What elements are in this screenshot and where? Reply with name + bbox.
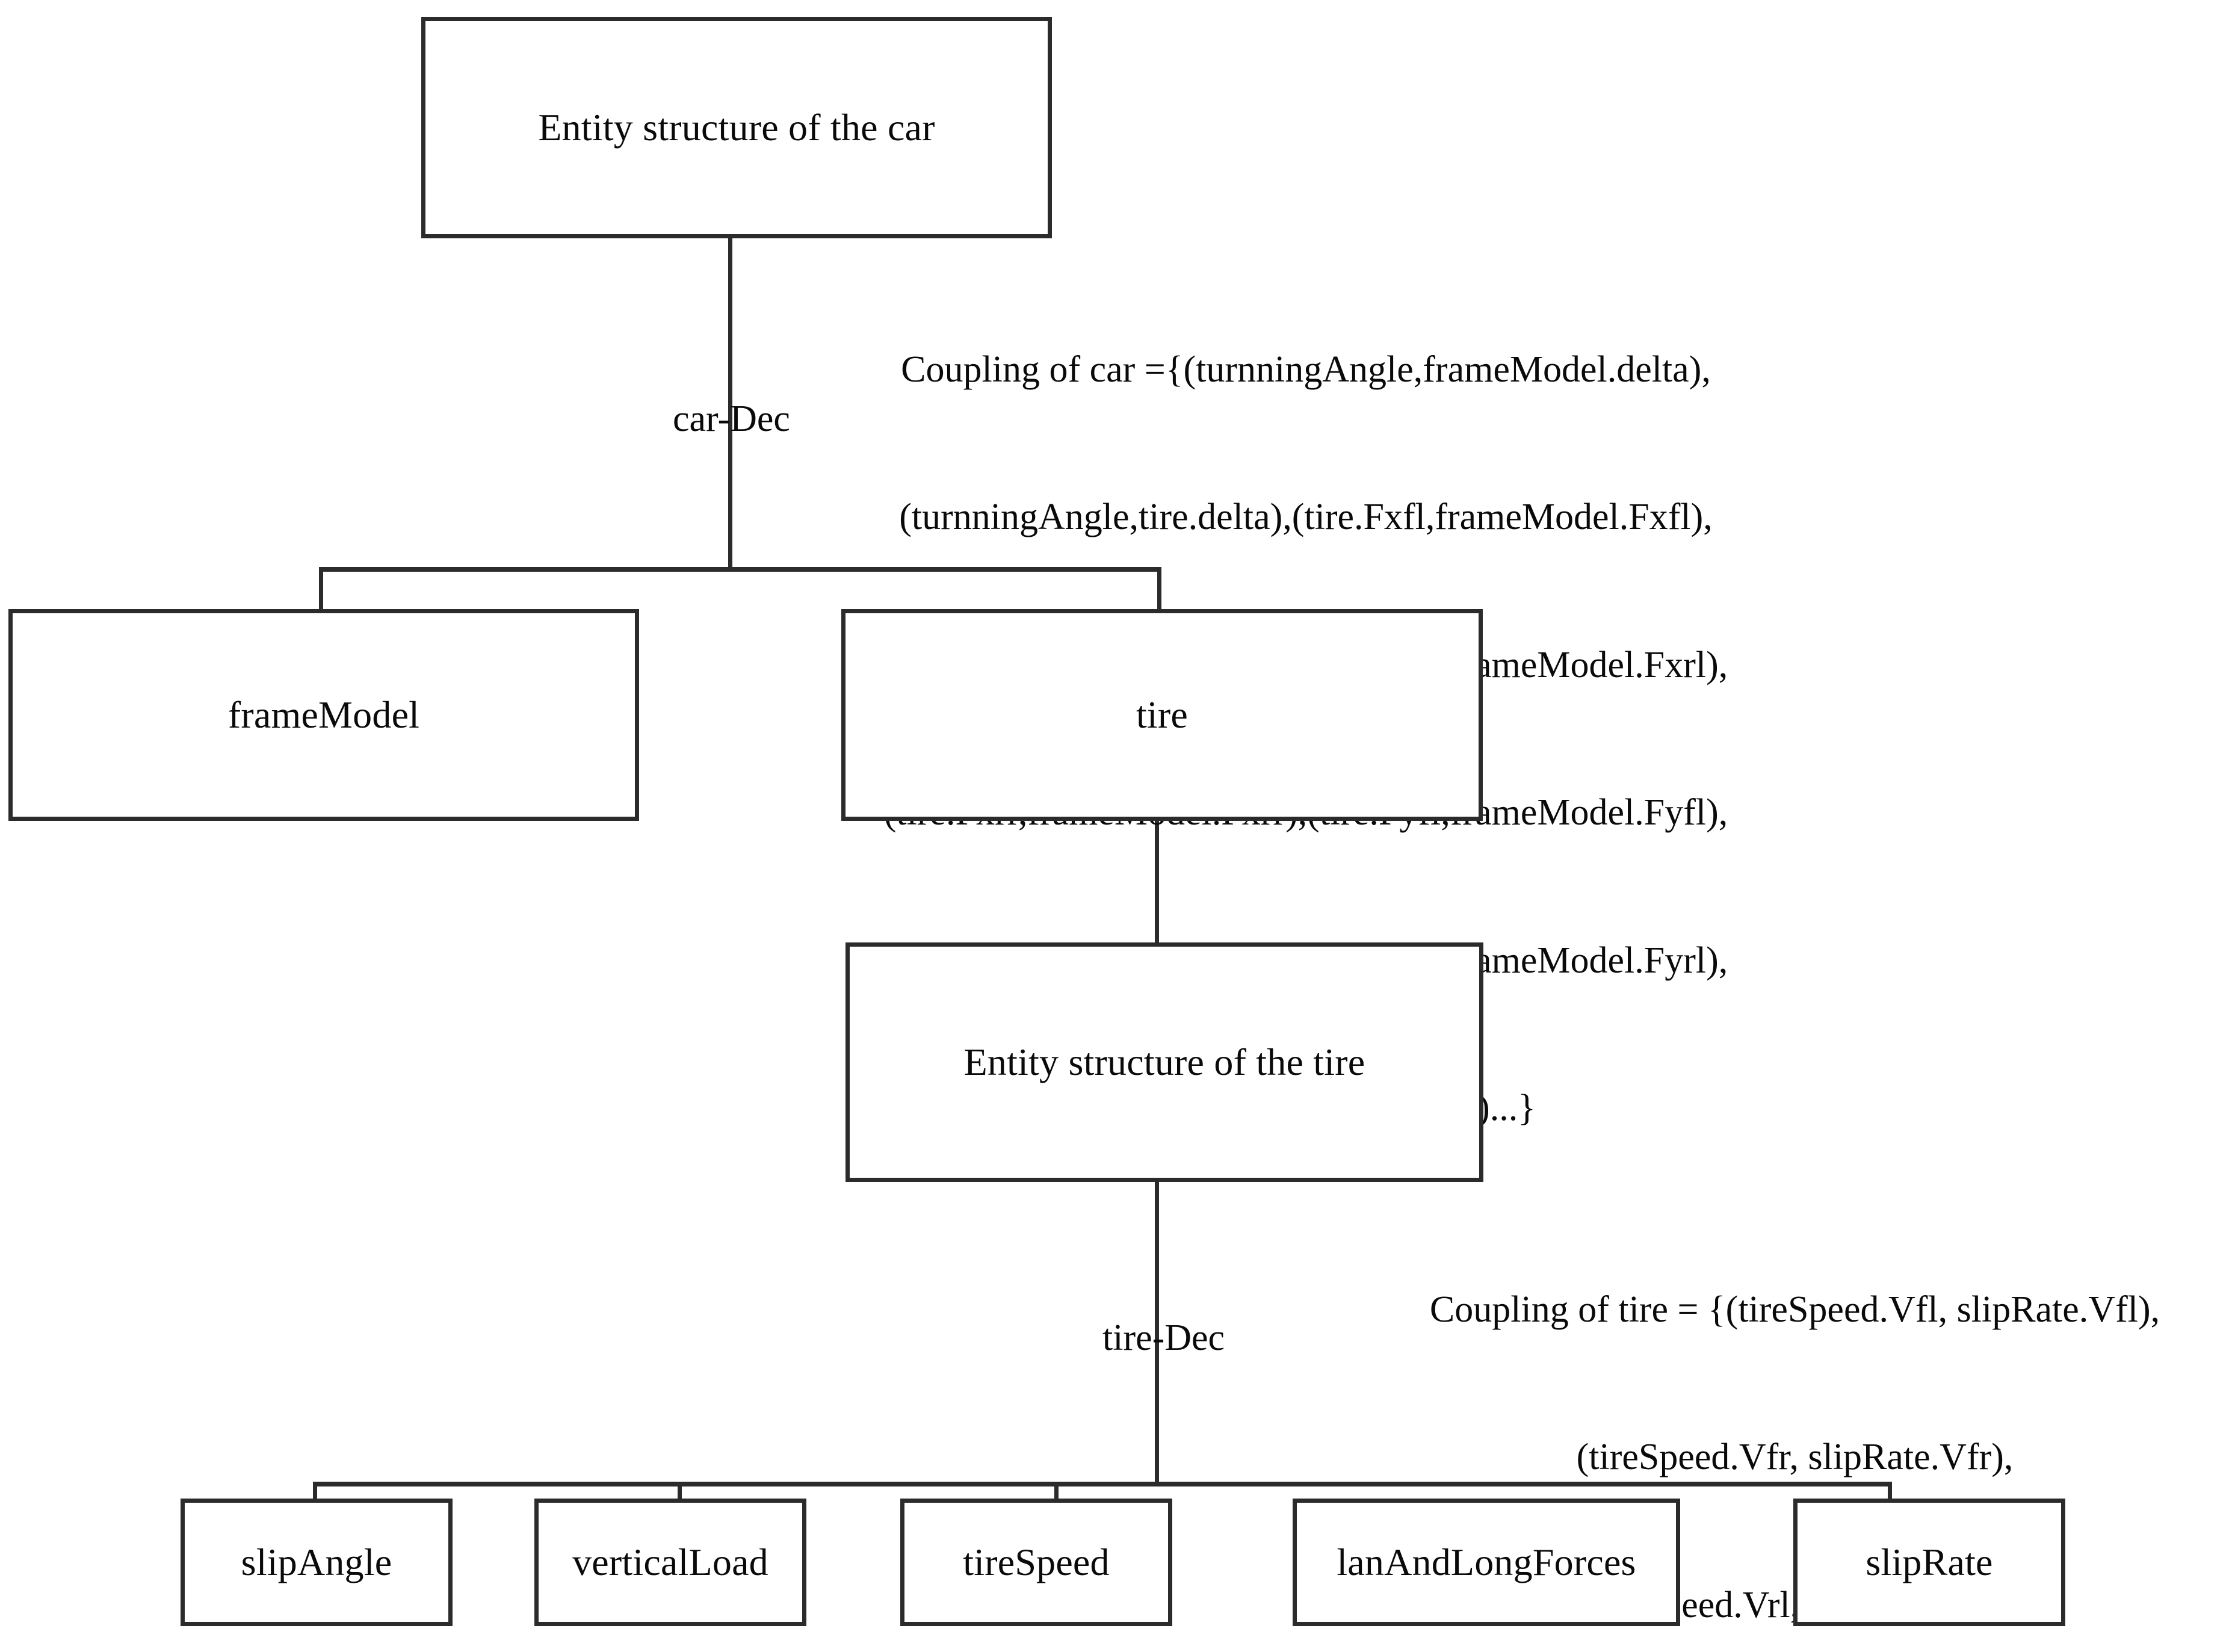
edge-label-car-dec: car-Dec — [673, 398, 790, 439]
node-label-tire: tire — [1136, 693, 1189, 736]
node-label-frame-model: frameModel — [227, 693, 420, 736]
node-label-tire-speed: tireSpeed — [963, 1540, 1110, 1583]
node-vertical-load[interactable]: verticalLoad — [534, 1499, 806, 1626]
node-slip-angle[interactable]: slipAngle — [181, 1499, 453, 1626]
bus-leaves — [313, 1482, 1892, 1486]
edge-label-tire-dec: tire-Dec — [1102, 1317, 1225, 1358]
bus-level-2 — [319, 567, 1161, 572]
node-label-entity-structure-of-the-tire: Entity structure of the tire — [963, 1040, 1365, 1083]
connector-bus-to-tire — [1157, 567, 1161, 613]
node-frame-model[interactable]: frameModel — [8, 609, 639, 821]
node-tire[interactable]: tire — [841, 609, 1483, 821]
node-label-slip-angle: slipAngle — [241, 1540, 392, 1583]
node-entity-structure-of-the-tire[interactable]: Entity structure of the tire — [845, 942, 1483, 1182]
node-label-entity-structure-of-the-car: Entity structure of the car — [538, 105, 935, 149]
coupling-tire-line-1: Coupling of tire = {(tireSpeed.Vfl, slip… — [1429, 1288, 2160, 1330]
coupling-car-line-2: (turnningAngle,tire.delta),(tire.Fxfl,fr… — [899, 497, 1713, 538]
node-label-slip-rate: slipRate — [1866, 1540, 1993, 1583]
coupling-tire-line-2: (tireSpeed.Vfr, slipRate.Vfr), — [1576, 1437, 2014, 1478]
connector-car-to-bus — [728, 236, 732, 571]
node-label-vertical-load: verticalLoad — [572, 1540, 768, 1583]
node-tire-speed[interactable]: tireSpeed — [900, 1499, 1172, 1626]
connector-tire-to-tire-structure — [1155, 818, 1159, 946]
connector-bus-to-frame-model — [319, 567, 323, 613]
connector-tire-structure-to-bus — [1155, 1180, 1159, 1485]
node-lan-and-long-forces[interactable]: lanAndLongForces — [1293, 1499, 1680, 1626]
node-slip-rate[interactable]: slipRate — [1793, 1499, 2065, 1626]
node-label-lan-and-long-forces: lanAndLongForces — [1337, 1540, 1636, 1583]
coupling-car-line-1: Coupling of car ={(turnningAngle,frameMo… — [901, 348, 1711, 390]
node-entity-structure-of-the-car[interactable]: Entity structure of the car — [421, 17, 1052, 238]
